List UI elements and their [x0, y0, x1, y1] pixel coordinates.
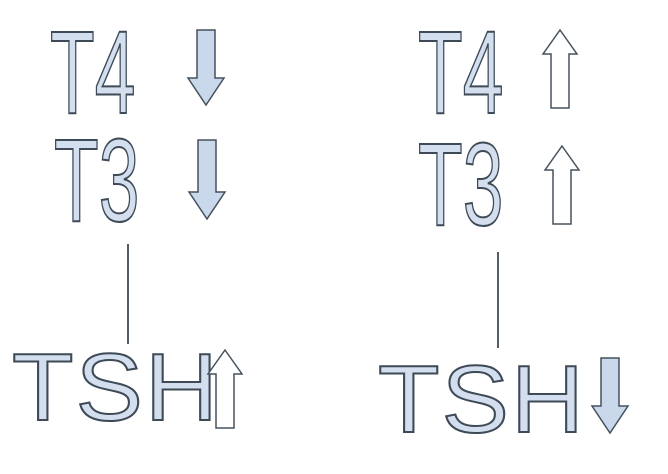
left-connector-line	[127, 244, 129, 344]
right-tsh-down-arrow-icon	[590, 357, 630, 435]
right-connector-line	[497, 252, 499, 348]
left-t3-down-arrow-icon	[187, 139, 227, 221]
right-t3-label: T3	[417, 119, 504, 251]
left-t3-label: T3	[53, 115, 140, 247]
left-t4-label: T4	[49, 7, 136, 139]
left-t4-down-arrow-icon	[186, 29, 226, 107]
right-t4-label: T4	[417, 7, 504, 139]
right-tsh-label: TSH	[377, 346, 586, 453]
left-tsh-label: TSH	[11, 334, 220, 441]
right-t4-up-arrow-icon	[541, 28, 579, 109]
right-t3-up-arrow-icon	[543, 144, 581, 225]
left-tsh-up-arrow-icon	[206, 348, 244, 429]
